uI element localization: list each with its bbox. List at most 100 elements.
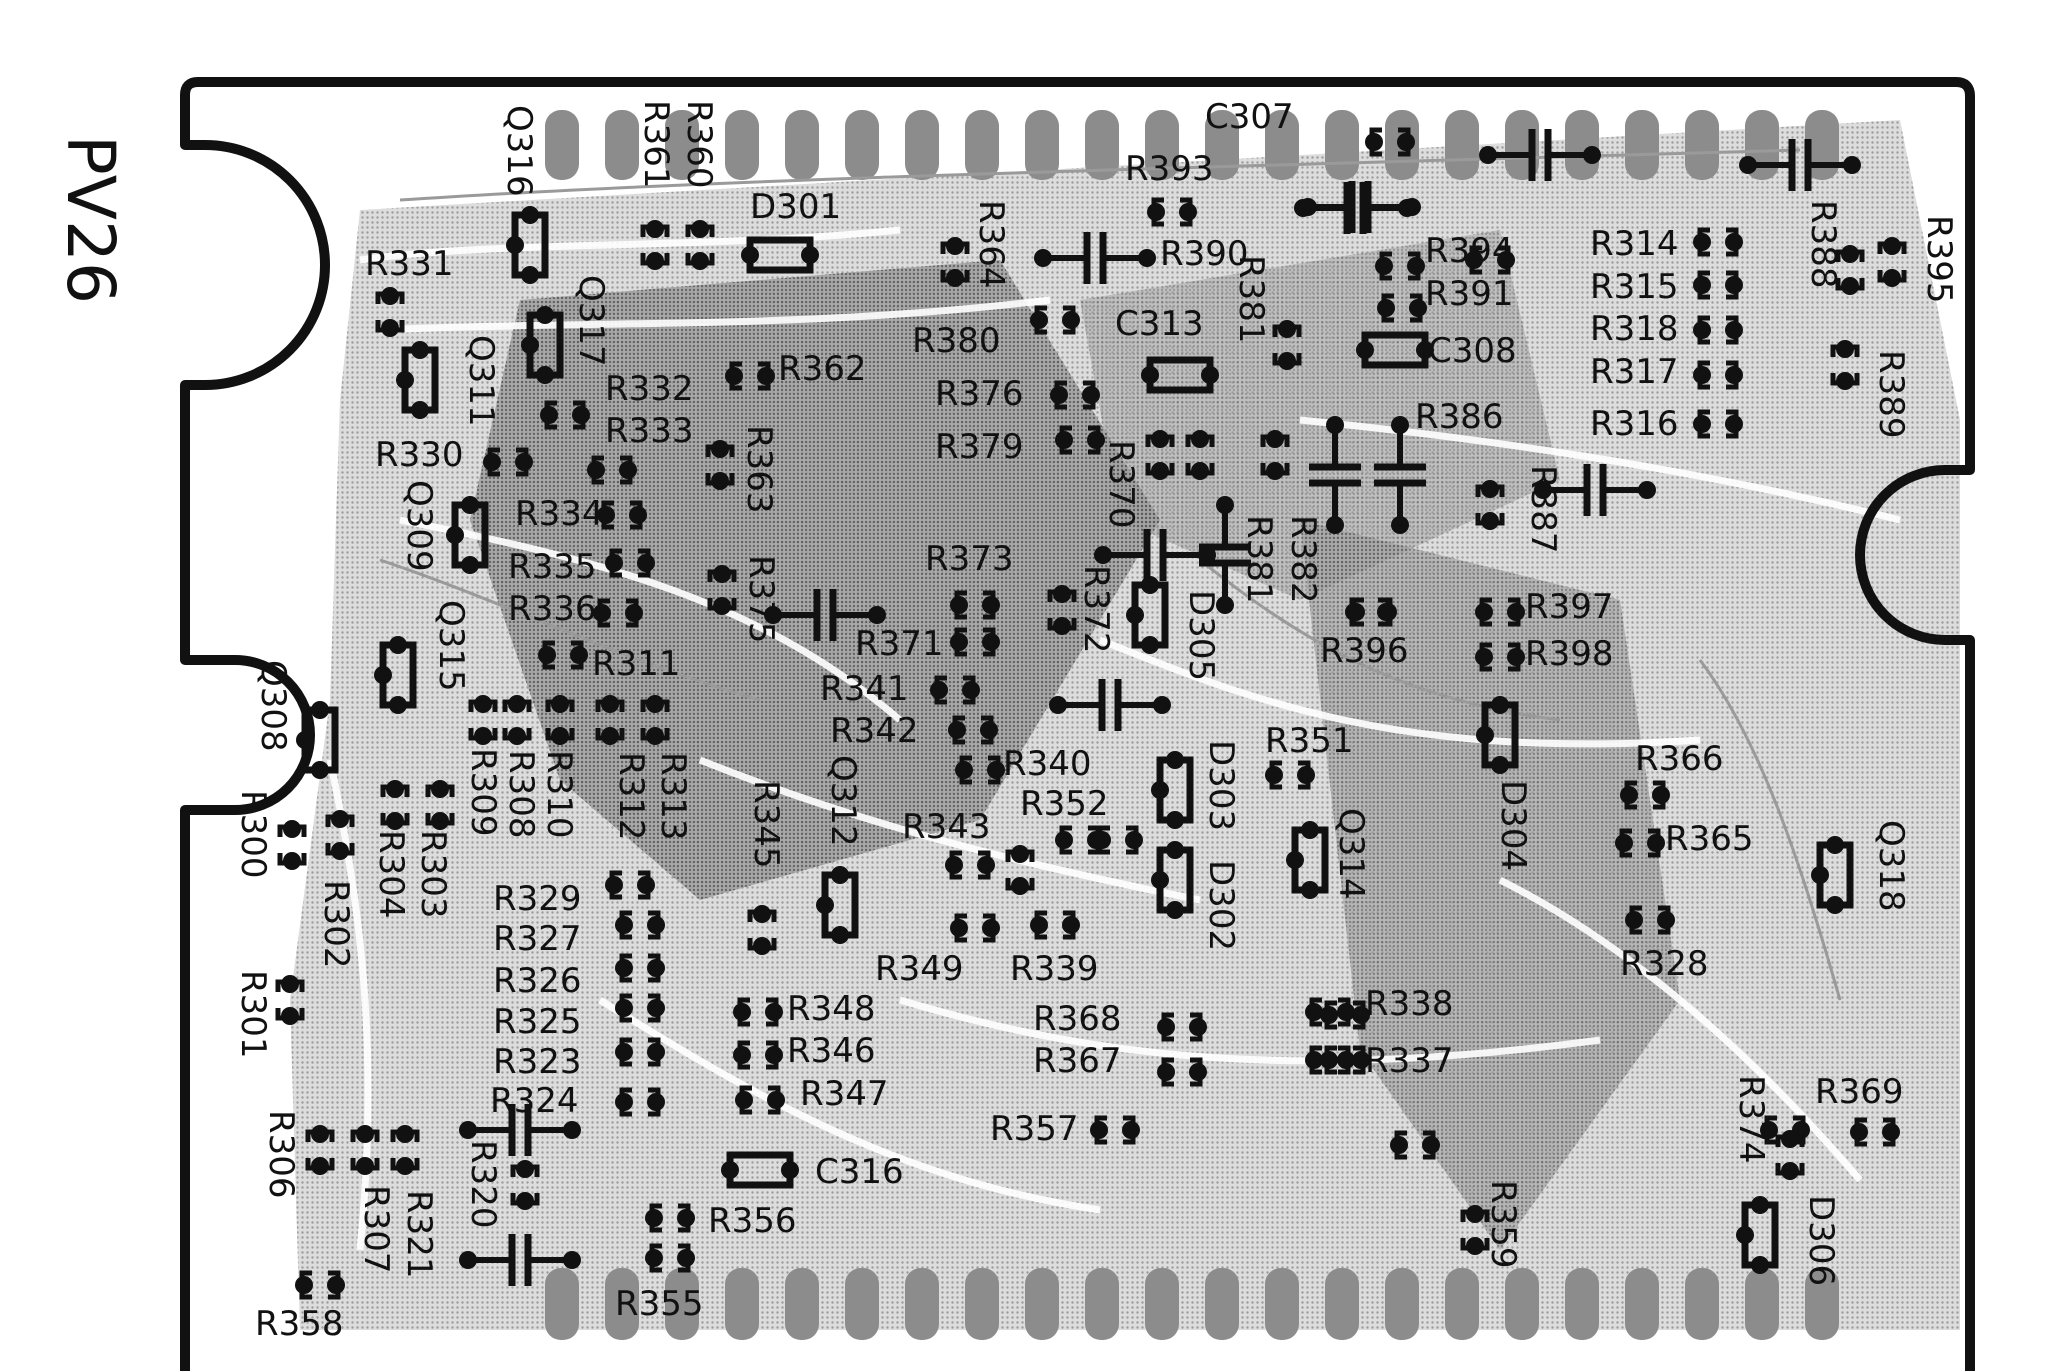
label-R304: R304: [371, 830, 411, 919]
resistor-footprint: [595, 695, 625, 745]
resistor-footprint: [1693, 227, 1743, 257]
resistor-footprint: [733, 997, 783, 1027]
label-R340: R340: [1003, 744, 1092, 784]
resistor-footprint: [325, 810, 355, 860]
resistor-footprint: [1475, 597, 1525, 627]
label-R372: R372: [1076, 565, 1116, 654]
label-R358: R358: [255, 1304, 344, 1344]
resistor-footprint: [725, 361, 775, 391]
label-R341: R341: [820, 669, 909, 709]
label-R334: R334: [515, 494, 604, 534]
resistor-footprint: [733, 1040, 783, 1070]
connector-finger: [1565, 1268, 1599, 1340]
resistor-footprint: [1877, 237, 1907, 287]
label-R346: R346: [787, 1031, 876, 1071]
capacitor-symbol: [1479, 129, 1601, 181]
connector-finger: [785, 110, 819, 180]
resistor-footprint: [615, 1037, 665, 1067]
resistor-footprint: [1365, 127, 1415, 157]
label-R329: R329: [493, 879, 582, 919]
connector-finger: [965, 1268, 999, 1340]
transistor-footprint: [1141, 356, 1219, 394]
resistor-footprint: [615, 1087, 665, 1117]
resistor-footprint: [1625, 905, 1675, 935]
label-R382: R382: [1283, 515, 1323, 604]
resistor-footprint: [1050, 380, 1100, 410]
label-R374: R374: [1731, 1075, 1771, 1164]
label-R336: R336: [508, 589, 597, 629]
label-R321: R321: [399, 1190, 439, 1279]
resistor-footprint: [1260, 430, 1290, 480]
resistor-footprint: [1693, 409, 1743, 439]
capacitor-symbol: [459, 1234, 581, 1286]
label-Q308: Q308: [253, 660, 293, 752]
connector-finger: [605, 110, 639, 180]
label-R391: R391: [1425, 274, 1514, 314]
connector-finger: [1205, 1268, 1239, 1340]
connector-finger: [1085, 110, 1119, 180]
label-R397: R397: [1525, 587, 1614, 627]
label-R312: R312: [611, 752, 651, 841]
resistor-footprint: [390, 1125, 420, 1175]
label-Q312: Q312: [823, 755, 863, 847]
label-R316: R316: [1590, 404, 1679, 444]
resistor-footprint: [468, 695, 498, 745]
capacitor-symbol: [1199, 496, 1251, 614]
transistor-footprint: [816, 866, 859, 944]
connector-finger: [545, 110, 579, 180]
label-R333: R333: [605, 411, 694, 451]
resistor-footprint: [955, 755, 1005, 785]
resistor-footprint: [1830, 340, 1860, 390]
label-R356: R356: [708, 1201, 797, 1241]
label-R310: R310: [539, 750, 579, 839]
label-C313: C313: [1115, 304, 1204, 344]
label-R364: R364: [971, 200, 1011, 289]
copper-fill: [290, 120, 1960, 1330]
resistor-footprint: [1377, 293, 1427, 323]
resistor-footprint: [950, 627, 1000, 657]
resistor-footprint: [1460, 1205, 1490, 1255]
label-R345: R345: [746, 780, 786, 869]
label-R347: R347: [800, 1074, 889, 1114]
connector-finger: [1625, 110, 1659, 180]
label-R387: R387: [1523, 465, 1563, 554]
resistor-footprint: [640, 695, 670, 745]
resistor-footprint: [640, 220, 670, 270]
connector-finger: [1445, 1268, 1479, 1340]
label-Q316: Q316: [499, 105, 539, 197]
resistor-footprint: [685, 220, 715, 270]
label-R313: R313: [653, 752, 693, 841]
label-R324: R324: [490, 1081, 579, 1121]
label-R368: R368: [1033, 999, 1122, 1039]
connector-finger: [845, 110, 879, 180]
transistor-footprint: [296, 701, 339, 779]
label-R308: R308: [501, 750, 541, 839]
label-Q314: Q314: [1331, 808, 1371, 900]
label-R328: R328: [1620, 944, 1709, 984]
connector-finger: [545, 1268, 579, 1340]
connector-finger: [665, 110, 699, 180]
resistor-footprint: [1305, 997, 1355, 1027]
transistor-footprint: [1286, 821, 1329, 899]
label-Q318: Q318: [1871, 820, 1911, 912]
resistor-footprint: [615, 910, 665, 940]
label-R352: R352: [1020, 784, 1109, 824]
label-R381: R381: [1239, 515, 1279, 604]
resistor-footprint: [605, 870, 655, 900]
transistor-footprint: [741, 236, 819, 274]
resistor-footprint: [1320, 1045, 1370, 1075]
resistor-footprint: [1693, 270, 1743, 300]
resistor-footprint: [295, 1270, 345, 1300]
resistor-footprint: [1055, 425, 1105, 455]
connector-finger: [665, 1268, 699, 1340]
resistor-footprint: [1005, 845, 1035, 895]
resistor-footprint: [510, 1160, 540, 1210]
resistor-footprint: [1835, 245, 1865, 295]
label-R339: R339: [1010, 949, 1099, 989]
resistor-footprint: [1305, 1045, 1355, 1075]
resistor-footprint: [705, 440, 735, 490]
resistor-footprint: [587, 455, 637, 485]
connector-finger: [1265, 110, 1299, 180]
label-R335: R335: [508, 547, 597, 587]
